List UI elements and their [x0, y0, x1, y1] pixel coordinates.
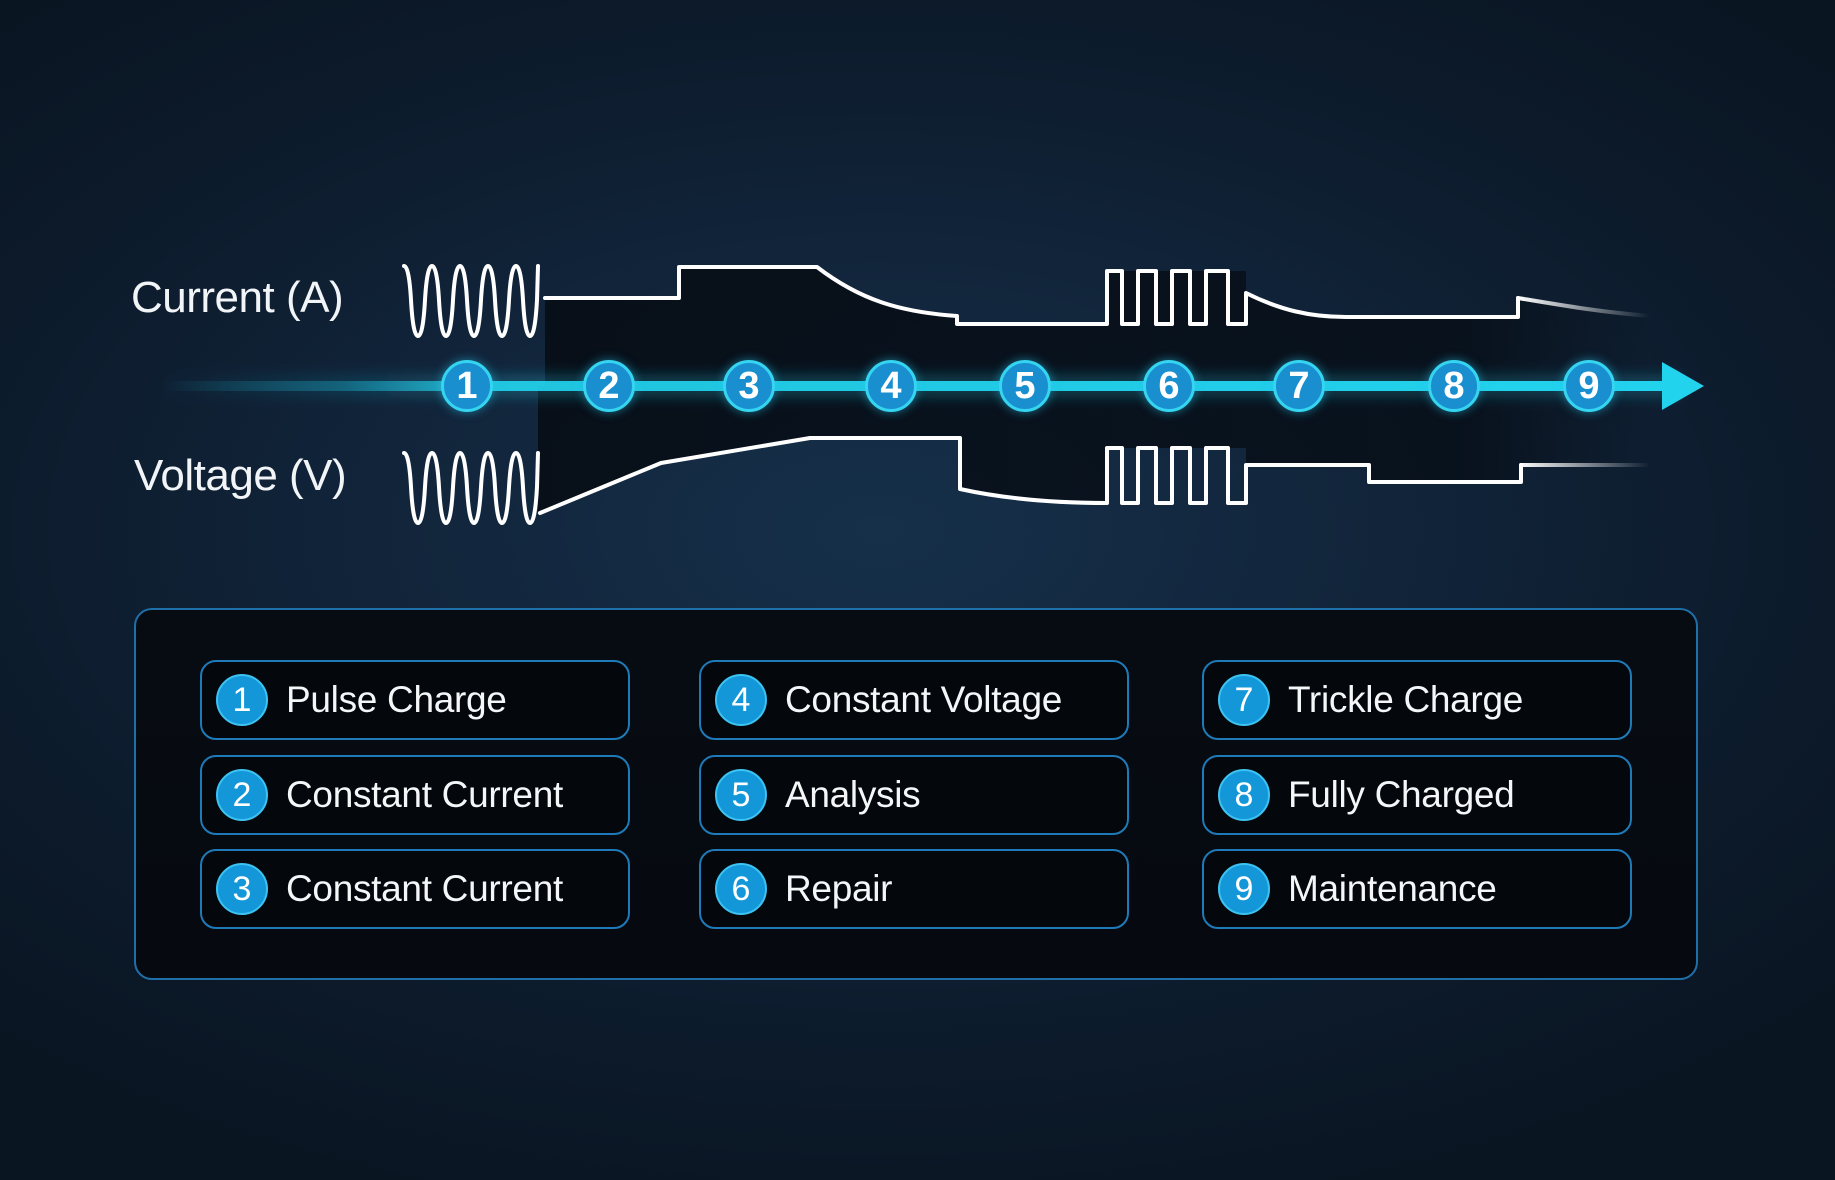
- legend-item-3: 3 Constant Current: [200, 849, 630, 929]
- legend-label: Constant Voltage: [785, 679, 1063, 720]
- stage-marker-5: 5: [999, 360, 1051, 412]
- legend-number-badge: 1: [216, 674, 268, 726]
- legend-item-6: 6 Repair: [699, 849, 1129, 929]
- voltage-area-fill: [538, 386, 1650, 513]
- legend-label: Repair: [785, 868, 893, 909]
- legend-label: Fully Charged: [1288, 774, 1515, 815]
- stage-marker-3: 3: [723, 360, 775, 412]
- legend-number-badge: 2: [216, 769, 268, 821]
- legend-label: Maintenance: [1288, 868, 1497, 909]
- current-waveform: [402, 264, 1652, 338]
- legend-number-badge: 3: [216, 863, 268, 915]
- legend-item-1: 1 Pulse Charge: [200, 660, 630, 740]
- current-area-fill: [545, 267, 1650, 386]
- arrow-right-icon: [1662, 362, 1704, 410]
- stage-marker-6: 6: [1143, 360, 1195, 412]
- legend-item-8: 8 Fully Charged: [1202, 755, 1632, 835]
- legend-number-badge: 9: [1218, 863, 1270, 915]
- legend-item-7: 7 Trickle Charge: [1202, 660, 1632, 740]
- legend-label: Pulse Charge: [286, 679, 507, 720]
- legend-item-5: 5 Analysis: [699, 755, 1129, 835]
- current-main-segment: [543, 265, 1520, 326]
- legend-number-badge: 7: [1218, 674, 1270, 726]
- timeline-axis: [160, 381, 1675, 391]
- legend-label: Analysis: [785, 774, 921, 815]
- legend-number-badge: 5: [715, 769, 767, 821]
- current-fade-segment: [1516, 296, 1652, 318]
- charging-waveform-diagram: [160, 264, 1704, 525]
- current-axis-label: Current (A): [131, 273, 344, 322]
- legend-item-2: 2 Constant Current: [200, 755, 630, 835]
- legend-number-badge: 4: [715, 674, 767, 726]
- stage-marker-2: 2: [583, 360, 635, 412]
- voltage-waveform: [402, 436, 1652, 525]
- current-pulse-segment: [402, 264, 540, 338]
- stage-marker-4: 4: [865, 360, 917, 412]
- legend-label: Trickle Charge: [1288, 679, 1523, 720]
- stage-marker-7: 7: [1273, 360, 1325, 412]
- stage-marker-1: 1: [441, 360, 493, 412]
- voltage-axis-label: Voltage (V): [134, 451, 347, 500]
- stage-marker-9: 9: [1563, 360, 1615, 412]
- legend-item-9: 9 Maintenance: [1202, 849, 1632, 929]
- voltage-main-segment: [538, 436, 1523, 515]
- voltage-pulse-segment: [402, 451, 540, 525]
- legend-number-badge: 6: [715, 863, 767, 915]
- stage-marker-8: 8: [1428, 360, 1480, 412]
- legend-number-badge: 8: [1218, 769, 1270, 821]
- legend-item-4: 4 Constant Voltage: [699, 660, 1129, 740]
- legend-label: Constant Current: [286, 774, 563, 815]
- legend-label: Constant Current: [286, 868, 563, 909]
